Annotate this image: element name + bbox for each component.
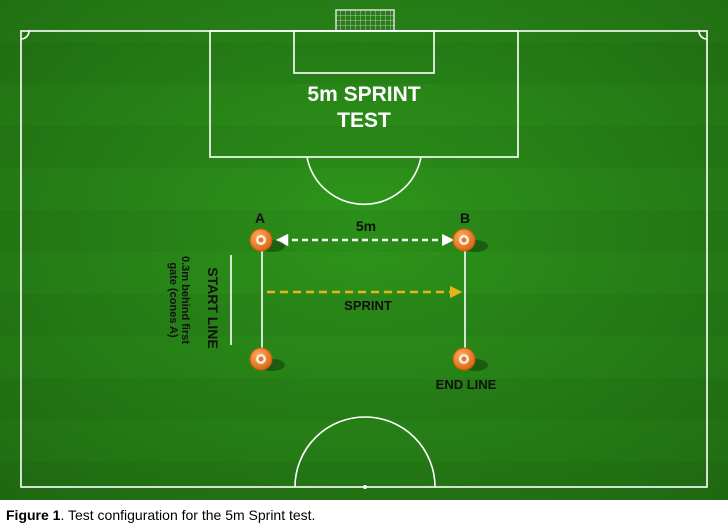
cone-b-bottom bbox=[452, 347, 488, 371]
cone-b-top bbox=[452, 228, 488, 252]
goal-net bbox=[335, 9, 395, 32]
grass-vignette bbox=[0, 0, 728, 500]
start-note-line1: 0.3m behind first bbox=[179, 256, 191, 344]
cone-a-bottom bbox=[249, 347, 285, 371]
figure-caption: Figure 1. Test configuration for the 5m … bbox=[6, 507, 315, 523]
pitch-diagram: 5m SPRINT TEST A B 5m SPRINT END LINE ST… bbox=[0, 0, 728, 500]
cone-label-b: B bbox=[460, 210, 470, 226]
cone-label-a: A bbox=[255, 210, 265, 226]
cone-a-top bbox=[249, 228, 285, 252]
pitch-markings bbox=[20, 30, 708, 488]
end-line-label: END LINE bbox=[436, 377, 497, 392]
figure-number: Figure 1 bbox=[6, 507, 61, 523]
distance-label: 5m bbox=[356, 218, 376, 234]
caption-text: . Test configuration for the 5m Sprint t… bbox=[60, 507, 316, 523]
corner-arc-top-left bbox=[20, 30, 30, 40]
corner-arc-top-right bbox=[698, 30, 708, 40]
start-note-line2: gate (cones A) bbox=[167, 262, 179, 338]
goal-box bbox=[293, 30, 435, 74]
start-line-label: START LINE bbox=[205, 267, 221, 348]
diagram-title-line2: TEST bbox=[337, 109, 391, 132]
sprint-label: SPRINT bbox=[344, 298, 392, 313]
center-spot bbox=[363, 485, 367, 489]
diagram-title-line1: 5m SPRINT bbox=[307, 83, 420, 106]
center-circle bbox=[294, 416, 436, 488]
penalty-arc bbox=[306, 156, 422, 206]
